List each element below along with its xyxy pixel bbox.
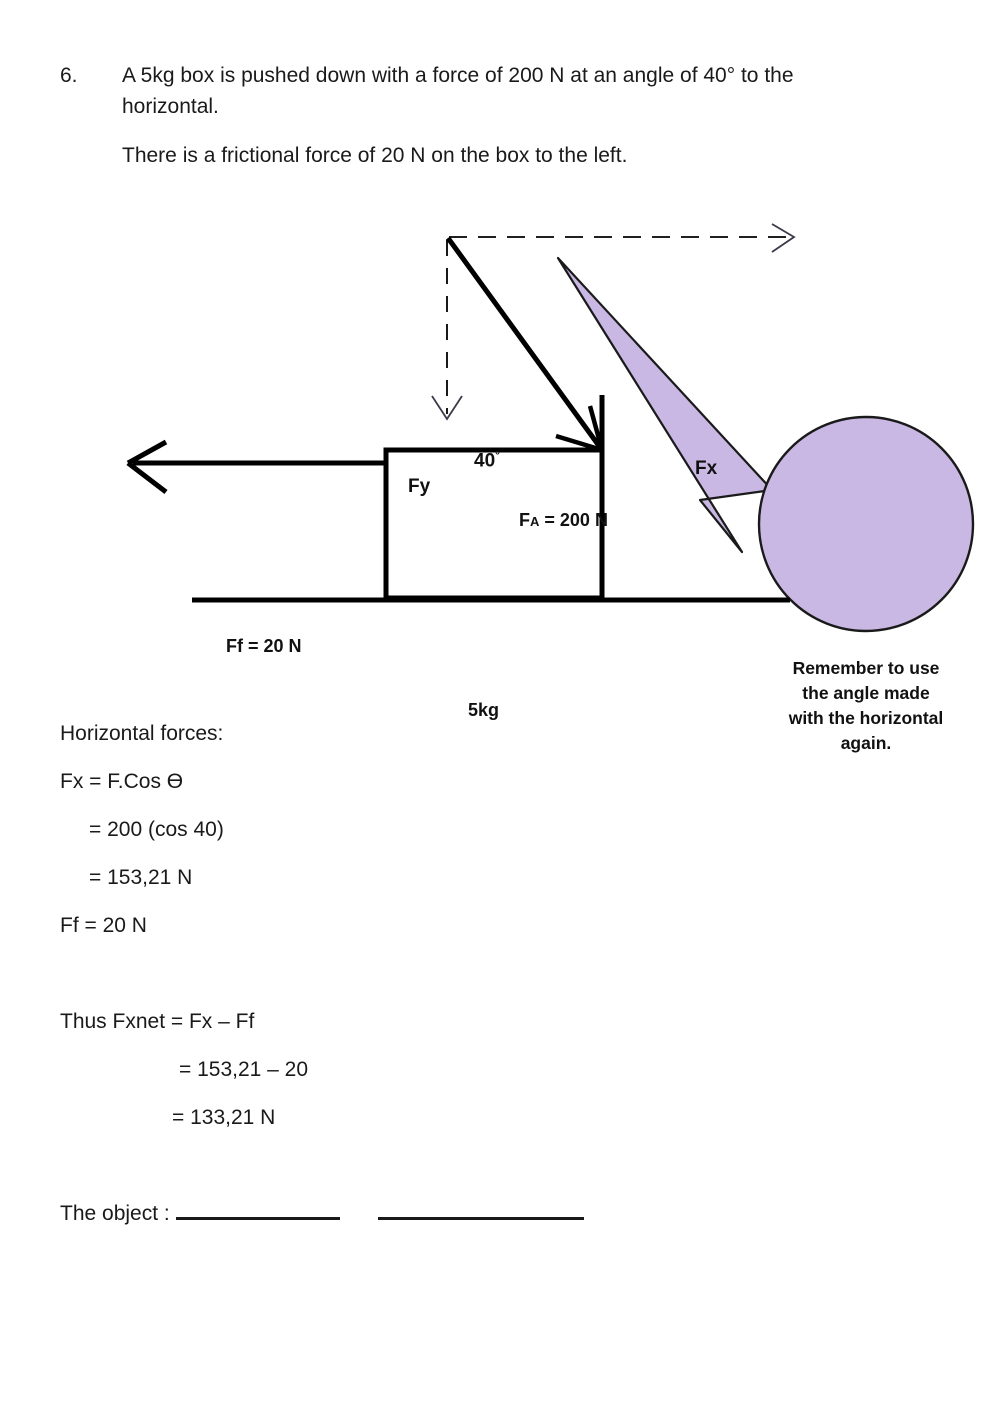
solution-fx-formula: Fx = F.Cos Ө: [60, 770, 184, 793]
fa-vector-line: [445, 236, 605, 452]
callout-bubble: [556, 256, 975, 633]
callout-tail: [556, 256, 774, 554]
answer-prompt-label: The object :: [60, 1202, 170, 1225]
fa-label: FA = 200 N: [519, 510, 608, 530]
ff-arrowhead-bottom: [126, 461, 168, 494]
fy-arrowhead: [431, 395, 463, 421]
answer-prompt: The object :: [60, 1198, 584, 1229]
fx-guide-arrow: [449, 223, 796, 253]
mass-label: 5kg: [468, 700, 500, 720]
ff-arrowhead-top: [126, 439, 168, 466]
answer-blank-1[interactable]: [175, 1199, 340, 1220]
fx-arrowhead: [771, 223, 796, 253]
solution-fx-result: = 153,21 N: [89, 866, 193, 889]
solution-net-substitution: = 153,21 – 20: [179, 1058, 309, 1081]
angle-label: 40°: [474, 448, 500, 472]
solution-heading: Horizontal forces:: [60, 722, 224, 745]
question-number: 6.: [60, 64, 78, 87]
callout-label: Remember to use the angle made with the …: [788, 658, 944, 753]
solution-ff-value: Ff = 20 N: [60, 914, 147, 937]
fy-label: Fy: [408, 476, 431, 497]
callout-circle: [757, 415, 975, 633]
solution-fx-substitution: = 200 (cos 40): [89, 818, 224, 841]
fx-label: Fx: [695, 458, 718, 479]
force-diagram: 40° Fy Fx FA = 200 N Ff = 20 N 5kg Remem…: [0, 200, 1000, 753]
question-text-secondary: There is a frictional force of 20 N on t…: [122, 144, 628, 167]
solution-net-result: = 133,21 N: [172, 1106, 276, 1129]
fy-guide-arrow: [431, 240, 463, 421]
answer-blank-2[interactable]: [377, 1199, 584, 1220]
ff-label: Ff = 20 N: [226, 636, 302, 656]
fa-force-vector: [445, 236, 605, 453]
solution-net-formula: Thus Fxnet = Fx – Ff: [60, 1010, 255, 1033]
ff-friction-arrow: [126, 439, 386, 494]
question-text: A 5kg box is pushed down with a force of…: [122, 64, 794, 118]
